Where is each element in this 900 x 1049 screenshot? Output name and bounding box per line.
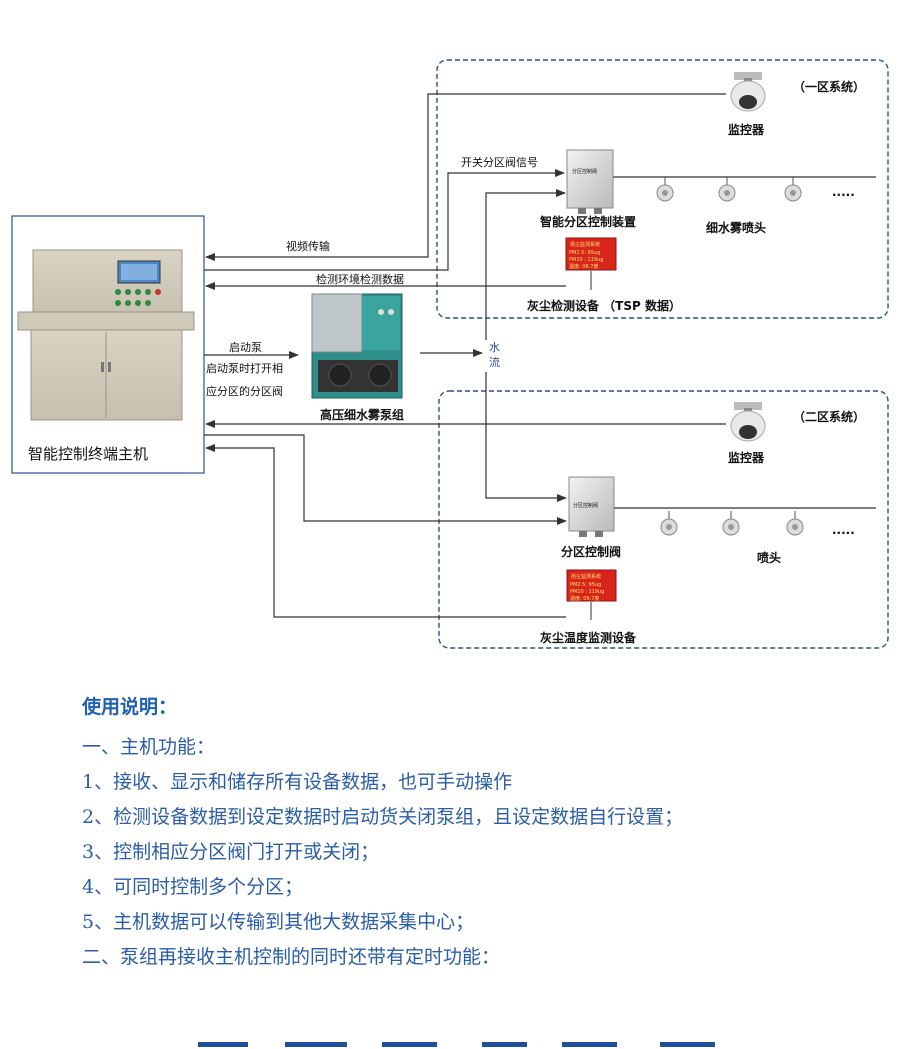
host-label: 智能控制终端主机 [28,445,148,463]
water-flow-label-1: 水 [489,341,500,354]
zone-controller-image: 分区控制阀 [566,149,614,214]
water-flow-label-2: 流 [489,355,500,369]
camera-icon [730,72,766,112]
env-data-line-2 [205,444,566,618]
notes-line: 3、控制相应分区阀门打开或关闭； [82,841,380,863]
notes-line: 2、检测设备数据到设定数据时启动货关闭泵组，且设定数据自行设置； [82,806,684,828]
svg-text:分区控制阀: 分区控制阀 [573,502,598,509]
svg-text:PM2.5: 95ug: PM2.5: 95ug [570,582,601,588]
nozzle-icon [660,511,678,536]
notes-line: 4、可同时控制多个分区； [82,876,304,898]
svg-text:PM10 : 119ug: PM10 : 119ug [569,257,603,263]
notes-line: 1、接收、显示和储存所有设备数据，也可手动操作 [82,771,513,793]
zone-controller-label-2: 分区控制阀 [561,544,621,559]
svg-text:扬尘监测系统: 扬尘监测系统 [570,241,600,248]
notes-line: 二、泵组再接收主机控制的同时还带有定时功能： [82,946,501,968]
camera-label-1: 监控器 [728,122,765,137]
ellipsis-1: ····· [832,188,855,202]
zone2-frame [438,390,889,649]
water-pipe-2 [485,372,567,502]
system-diagram: （一区系统） （二区系统） 智能控制终端主机 高压细水雾泵组 监控器 [11,59,889,649]
nozzle-icon [784,177,802,202]
camera-label-2: 监控器 [728,450,765,465]
nozzle-icon [718,177,736,202]
valve-signal-line-2 [204,434,567,525]
pump-unit-image [311,293,403,399]
arrow-valve-signal-label: 开关分区阀信号 [461,155,538,169]
host-cabinet-image [17,249,195,421]
arrow-start-open-label-1: 启动泵时打开相 [206,361,283,375]
pump-label: 高压细水雾泵组 [320,407,404,422]
ellipsis-2: ····· [832,526,855,540]
svg-text:温度: 06.7度: 温度: 06.7度 [570,595,599,602]
camera-icon [730,402,766,442]
svg-text:扬尘监测系统: 扬尘监测系统 [571,573,601,580]
dust-device-label-2: 灰尘温度监测设备 [540,630,637,645]
svg-text:PM2.5: 95ug: PM2.5: 95ug [569,250,600,256]
notes-line: 5、主机数据可以传输到其他大数据采集中心； [82,911,475,933]
nozzles-label-1: 细水雾喷头 [706,220,766,235]
nozzles-label-2: 喷头 [757,550,781,565]
notes-title: 使用说明： [82,696,178,718]
nozzle-icon [786,511,804,536]
video-line [205,93,726,261]
arrow-env-data-label: 检测环境检测数据 [316,272,404,286]
zone2-title: （二区系统） [793,409,865,424]
arrow-start-pump-label: 启动泵 [229,341,262,354]
notes-line: 一、主机功能： [82,736,216,758]
arrow-video-label: 视频传输 [286,239,330,253]
arrow-start-open-label-2: 应分区的分区阀 [206,384,283,398]
zone-controller-image: 分区控制阀 [568,476,615,537]
cropped-heading-strip [190,1042,730,1049]
nozzle-icon [656,177,674,202]
zone1-title: （一区系统） [793,79,865,94]
usage-notes: 使用说明： 一、主机功能： 1、接收、显示和储存所有设备数据，也可手动操作 2、… [82,694,872,975]
nozzle-icon [722,511,740,536]
valve-signal-line [204,169,565,271]
zone1-frame [436,59,889,319]
dust-display-image: 扬尘监测系统 PM2.5: 95ug PM10 : 119ug 温度: 06.7… [565,237,617,290]
svg-text:PM10 : 119ug: PM10 : 119ug [570,589,604,595]
svg-text:分区控制阀: 分区控制阀 [572,168,597,175]
dust-display-image: 扬尘监测系统 PM2.5: 95ug PM10 : 119ug 温度: 06.7… [566,569,617,620]
zone-controller-label-1: 智能分区控制装置 [539,214,636,229]
dust-device-label-1: 灰尘检测设备 （TSP 数据） [527,298,681,313]
water-pipe-1 [485,189,566,340]
svg-text:温度: 06.7度: 温度: 06.7度 [569,263,598,270]
